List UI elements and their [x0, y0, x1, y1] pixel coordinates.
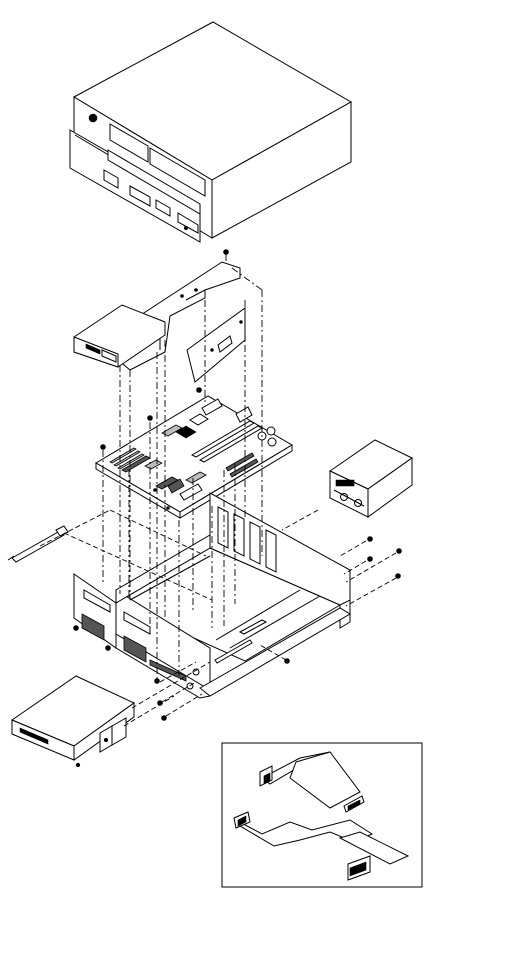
- assembly-guide-lines: [40, 254, 396, 726]
- chassis: [74, 493, 350, 698]
- ribbon-cables-inset: [222, 743, 422, 887]
- bezel-release-rod: [8, 526, 68, 562]
- computer-case-cover: [70, 22, 351, 242]
- motherboard: [96, 396, 292, 518]
- power-supply: [330, 440, 412, 517]
- ribbon-cable-2: [234, 812, 408, 880]
- cdrom-drive: [74, 305, 165, 367]
- ribbon-cable-1: [260, 752, 364, 812]
- floppy-drive: [12, 676, 134, 767]
- riser-card: [187, 308, 245, 382]
